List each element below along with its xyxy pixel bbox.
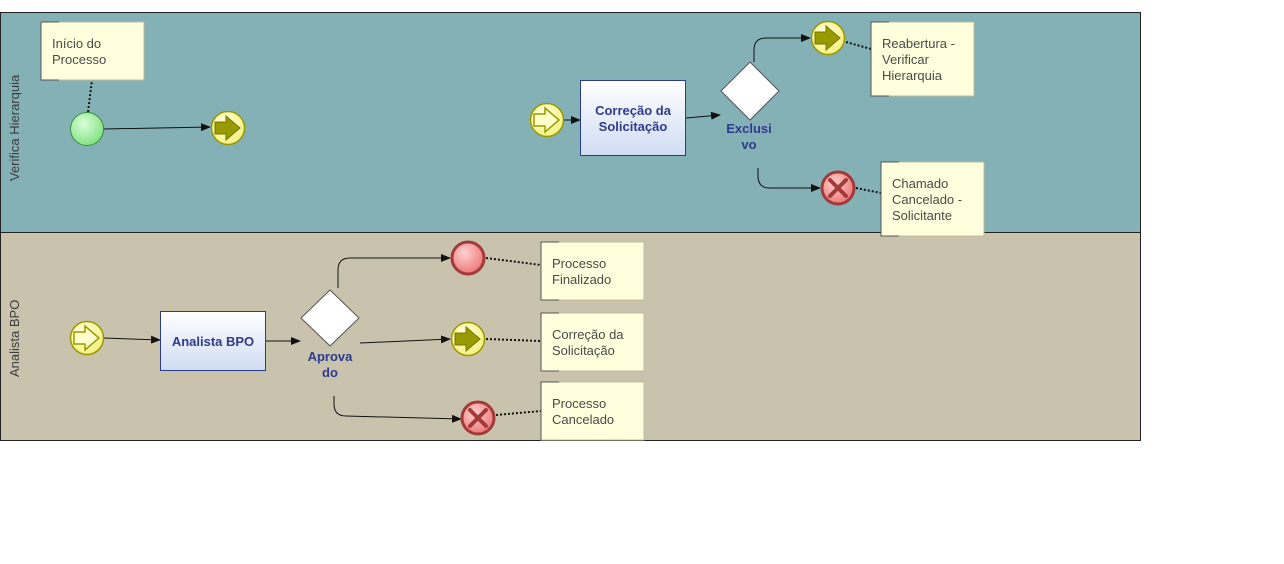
link-throw-event-reabertura[interactable] [810, 20, 846, 56]
arrow-right-icon [454, 325, 481, 353]
link-throw-event-top-left[interactable] [210, 110, 246, 146]
task-correcao-line-2: Solicitação [599, 119, 668, 134]
gateway-aprovado-line-2: do [322, 365, 338, 380]
note-inicio-line-2: Processo [52, 52, 106, 67]
task-correcao-line-1: Correção da [595, 103, 672, 118]
note-correcao2-line-1: Correção da [552, 327, 624, 342]
note-reabertura-line-3: Hierarquia [882, 68, 943, 83]
note-correcao2-line-2: Solicitação [552, 343, 615, 358]
note-reabertura-line-1: Reabertura - [882, 36, 955, 51]
note-reabertura-line-2: Verificar [882, 52, 930, 67]
note-reabertura: Reabertura - Verificar Hierarquia [870, 21, 975, 97]
lane-label-verifica-hierarquia: Verifica Hierarquia [7, 74, 22, 181]
cancel-x-icon [468, 408, 488, 428]
end-event-processo-finalizado[interactable] [450, 240, 486, 276]
note-chamado-cancelado: Chamado Cancelado - Solicitante [880, 161, 985, 237]
sequence-flows-top [103, 34, 821, 192]
cancel-x-icon [828, 178, 848, 198]
start-event-green[interactable] [70, 112, 104, 146]
cancel-end-event-chamado[interactable] [820, 170, 856, 206]
note-processo-cancelado: Processo Cancelado [540, 381, 645, 441]
note-finalizado-line-1: Processo [552, 256, 606, 271]
note-correcao-solicitacao: Correção da Solicitação [540, 312, 645, 372]
gateway-exclusivo[interactable]: Exclusi vo [720, 61, 780, 152]
note-chamado-line-2: Cancelado - [892, 192, 962, 207]
associations [87, 41, 882, 416]
sequence-flows-bottom [103, 254, 462, 423]
link-throw-event-correcao[interactable] [450, 321, 486, 357]
task-correcao-da-solicitacao[interactable]: Correção da Solicitação [580, 80, 686, 156]
note-inicio-line-1: Início do [52, 36, 101, 51]
arrow-outline-icon [533, 106, 561, 134]
gateway-exclusivo-line-2: vo [741, 137, 756, 152]
note-processo-finalizado: Processo Finalizado [540, 241, 645, 301]
cancel-end-event-processo[interactable] [460, 400, 496, 436]
lane-label-analista-bpo: Analista BPO [7, 300, 22, 377]
task-analista-bpo[interactable]: Analista BPO [160, 311, 266, 371]
note-chamado-line-1: Chamado [892, 176, 948, 191]
link-catch-event-analista[interactable] [69, 320, 105, 356]
gateway-aprovado-line-1: Aprova [308, 349, 354, 364]
arrow-right-icon [814, 24, 841, 52]
note-chamado-line-3: Solicitante [892, 208, 952, 223]
note-cancelado-line-2: Cancelado [552, 412, 614, 427]
note-finalizado-line-2: Finalizado [552, 272, 611, 287]
note-inicio-do-processo: Início do Processo [40, 21, 145, 81]
arrow-right-icon [214, 114, 241, 142]
gateway-exclusivo-line-1: Exclusi [726, 121, 772, 136]
gateway-aprovado[interactable]: Aprova do [300, 289, 360, 380]
task-analista-label: Analista BPO [172, 334, 254, 349]
arrow-outline-icon [73, 324, 101, 352]
link-catch-event-correcao[interactable] [529, 102, 565, 138]
note-cancelado-line-1: Processo [552, 396, 606, 411]
